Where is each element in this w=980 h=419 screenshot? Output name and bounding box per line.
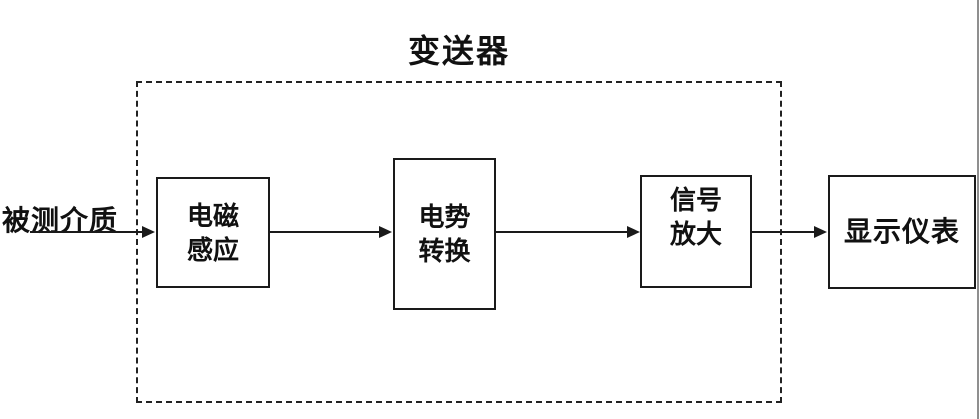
block-electromagnetic-induction: 电磁 感应 (156, 177, 270, 288)
diagram-title: 变送器 (407, 33, 510, 69)
right-page-edge-line (977, 0, 979, 419)
block-potential-conversion: 电势 转换 (393, 158, 496, 310)
block-potential-conversion-line1: 电势 (418, 202, 471, 232)
measured-medium-label: 被测介质 (2, 205, 119, 236)
block-display-instrument: 显示仪表 (828, 175, 976, 289)
arrow-conversion-to-amplify-line (496, 231, 628, 233)
block-electromagnetic-induction-line2: 感应 (186, 234, 239, 265)
arrow-induction-to-conversion-line (270, 231, 380, 233)
arrow-input-to-induction-line (30, 231, 143, 233)
arrow-amplify-to-display-line (752, 231, 815, 233)
block-display-instrument-label: 显示仪表 (843, 216, 960, 247)
block-signal-amplification: 信号 放大 (640, 175, 752, 288)
transmitter-dashed-boundary (136, 81, 782, 403)
arrow-input-to-induction-head (142, 226, 155, 238)
block-potential-conversion-line2: 转换 (418, 236, 471, 266)
arrow-amplify-to-display-head (814, 226, 827, 238)
block-signal-amplification-line2: 放大 (669, 219, 722, 249)
block-electromagnetic-induction-line1: 电磁 (186, 200, 239, 231)
arrow-conversion-to-amplify-head (627, 226, 640, 238)
block-signal-amplification-line1: 信号 (669, 185, 722, 215)
arrow-induction-to-conversion-head (379, 226, 392, 238)
